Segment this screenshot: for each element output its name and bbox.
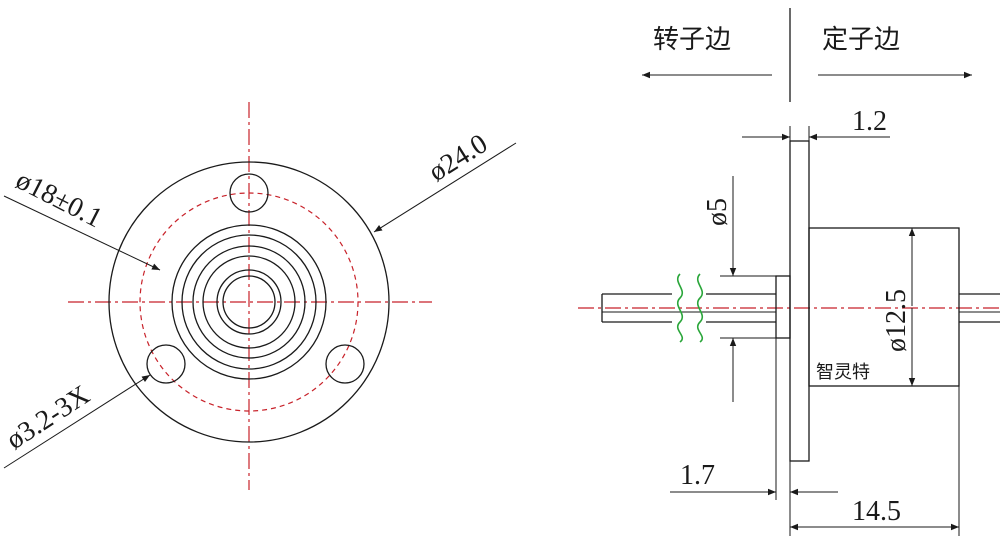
stator-body: [808, 227, 960, 387]
flange-plate: [789, 140, 810, 462]
mounting-hole-top: [229, 173, 269, 213]
dim-pcd-label: ø18±0.1: [11, 165, 107, 235]
rotor-side-label: 转子边: [653, 25, 731, 55]
mounting-hole-right: [325, 344, 365, 384]
brand-label: 智灵特: [816, 362, 870, 383]
dim-flange-label: 1.2: [852, 106, 887, 137]
pitch-circle: [139, 192, 359, 412]
break-mark-left: [676, 273, 684, 343]
dim-offset-label: 1.7: [680, 460, 715, 491]
dim-length-label: 14.5: [852, 496, 901, 527]
bore-ring-inner: [222, 275, 276, 329]
bore-ring-outer: [216, 269, 282, 335]
dim-shaft-label: ø5: [702, 198, 733, 226]
side-view: 转子边 定子边 智灵特 1.2: [578, 8, 1000, 536]
stator-side-label: 定子边: [822, 25, 900, 55]
outer-flange-circle: [108, 161, 390, 443]
body-ring-1: [171, 224, 327, 380]
body-ring-2: [181, 234, 317, 370]
break-mark-right: [696, 273, 704, 343]
mounting-hole-left: [146, 344, 186, 384]
dim-holes-label: ø3.2-3X: [1, 379, 96, 455]
rotor-collar: [775, 275, 791, 339]
dim-outer-leader: [373, 142, 517, 233]
dim-pcd-leader: [3, 195, 161, 271]
front-view: ø24.0 ø18±0.1 ø3.2-3X: [1, 102, 517, 490]
dim-holes-leader: [3, 374, 151, 469]
body-ring-4: [202, 255, 296, 349]
body-ring-3: [192, 245, 306, 359]
dim-body-label: ø12.5: [881, 289, 912, 352]
